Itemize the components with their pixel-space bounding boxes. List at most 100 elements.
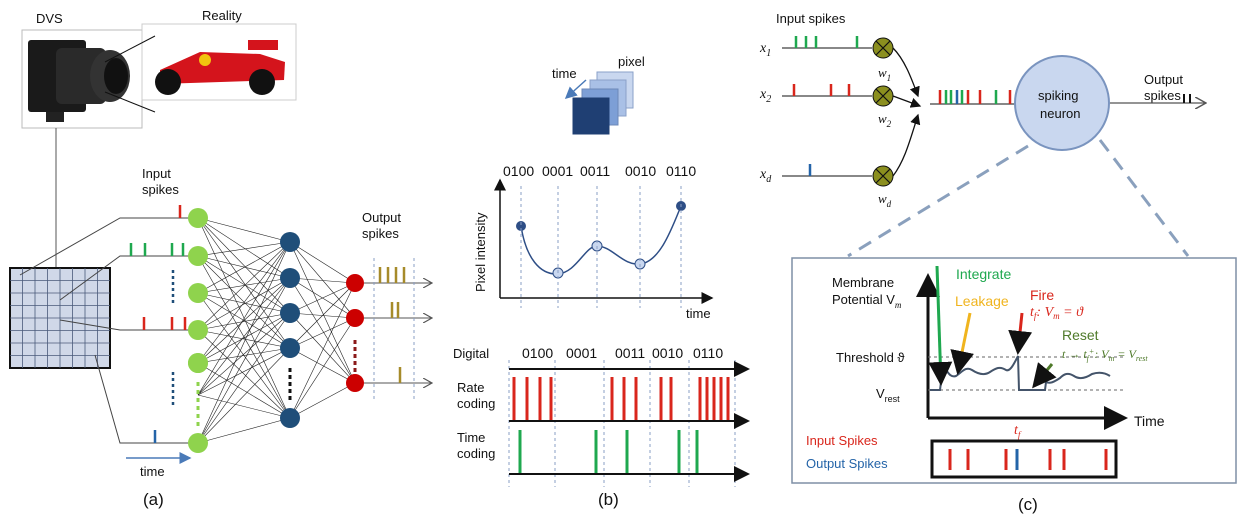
pixel-stack-icon (572, 71, 634, 135)
spike-legend-box (930, 439, 1118, 479)
synapse (197, 312, 291, 331)
time-label-a: time (140, 464, 165, 479)
code-label: 0001 (566, 345, 597, 361)
synapse (197, 362, 291, 419)
output-spikes-label-1: Output (362, 210, 401, 225)
input-spikes-title: Input spikes (776, 11, 846, 26)
pixel-grid (9, 267, 111, 369)
code-label: 0100 (522, 345, 553, 361)
dvs-camera-icon (21, 29, 143, 129)
synapse (289, 317, 356, 349)
synapse (197, 417, 291, 444)
synapse (197, 241, 291, 331)
race-car-icon (141, 23, 297, 101)
reset-equation: t → tf+: Vm = Vrest (1062, 347, 1148, 363)
synapse (197, 277, 291, 364)
input-spikes-label-1: Input (142, 166, 171, 181)
code-label: 0010 (625, 163, 656, 179)
fire-equation: tf: Vm = ϑ (1030, 305, 1084, 321)
legend-input-spikes: Input Spikes (806, 433, 878, 448)
reality-label: Reality (202, 8, 242, 23)
output-neuron (346, 274, 364, 292)
input-spike-trains (792, 36, 859, 176)
synapse (197, 277, 291, 444)
code-label: 0110 (693, 345, 723, 361)
leakage-label: Leakage (955, 293, 1009, 309)
synapse (197, 241, 291, 396)
synapse (289, 312, 356, 384)
weight-wd: wd (878, 191, 892, 209)
rate-label-1: Rate (457, 380, 484, 395)
caption-a: (a) (143, 490, 164, 509)
code-label: 0001 (542, 163, 573, 179)
tf-label: tf (1014, 423, 1022, 440)
code-label: 0011 (580, 163, 610, 179)
legend-spikes (948, 449, 1108, 470)
input-xd: xd (759, 167, 772, 185)
input-line (59, 255, 195, 301)
synapse (197, 255, 291, 314)
neuron-label-1: spiking (1038, 88, 1078, 103)
hidden-neuron (280, 232, 300, 252)
membrane-label-2: Potential Vm (832, 292, 902, 310)
synapse (289, 241, 356, 284)
dvs-label: DVS (36, 11, 63, 26)
synapse (197, 217, 291, 349)
input-line (94, 354, 195, 444)
synapse (197, 277, 291, 294)
synapse (197, 347, 291, 396)
weight-w1: w1 (878, 65, 891, 83)
time-coding-spikes (518, 430, 699, 473)
weight-w2: w2 (878, 111, 892, 129)
synapse (197, 312, 291, 396)
membrane-label-1: Membrane (832, 275, 894, 290)
input-neuron (188, 320, 208, 340)
reset-label: Reset (1062, 327, 1099, 343)
synapse (289, 241, 356, 384)
hidden-neuron (280, 338, 300, 358)
synapse (289, 277, 356, 384)
hidden-neuron (280, 268, 300, 288)
neural-network (188, 208, 432, 453)
synapse (197, 255, 291, 349)
input-neuron (188, 208, 208, 228)
input-neuron (188, 283, 208, 303)
synapse (289, 282, 356, 314)
time-axis-label-b: time (686, 306, 711, 321)
digital-label: Digital (453, 346, 489, 361)
time-label-b: time (552, 66, 577, 81)
input-neuron (188, 246, 208, 266)
hidden-neuron (280, 303, 300, 323)
summed-spike-train (938, 90, 1012, 104)
synapse (197, 241, 291, 257)
threshold-label: Threshold ϑ (836, 350, 905, 365)
input-line (19, 217, 195, 276)
synapse (197, 277, 291, 331)
code-label: 0010 (652, 345, 683, 361)
input-x2: x2 (759, 87, 771, 105)
synapse (197, 241, 291, 444)
time-axis-label-c: Time (1134, 413, 1165, 429)
pixel-intensity-label: Pixel intensity (473, 212, 488, 292)
synapse (197, 241, 291, 364)
synapse (197, 217, 291, 243)
code-label: 0110 (666, 163, 696, 179)
intensity-point (516, 221, 526, 231)
legend-output-spikes: Output Spikes (806, 456, 888, 471)
synapse (289, 277, 356, 284)
rate-coding-spikes (512, 377, 730, 420)
synapse (289, 282, 356, 349)
time-coding-label-1: Time (457, 430, 485, 445)
synapse (197, 255, 291, 419)
output-label-2: spikes (1144, 88, 1181, 103)
input-x1: x1 (759, 41, 771, 59)
synapse (197, 255, 291, 279)
input-neuron (188, 353, 208, 373)
input-spikes-label-2: spikes (142, 182, 179, 197)
rate-label-2: coding (457, 396, 495, 411)
caption-c: (c) (1018, 495, 1038, 514)
